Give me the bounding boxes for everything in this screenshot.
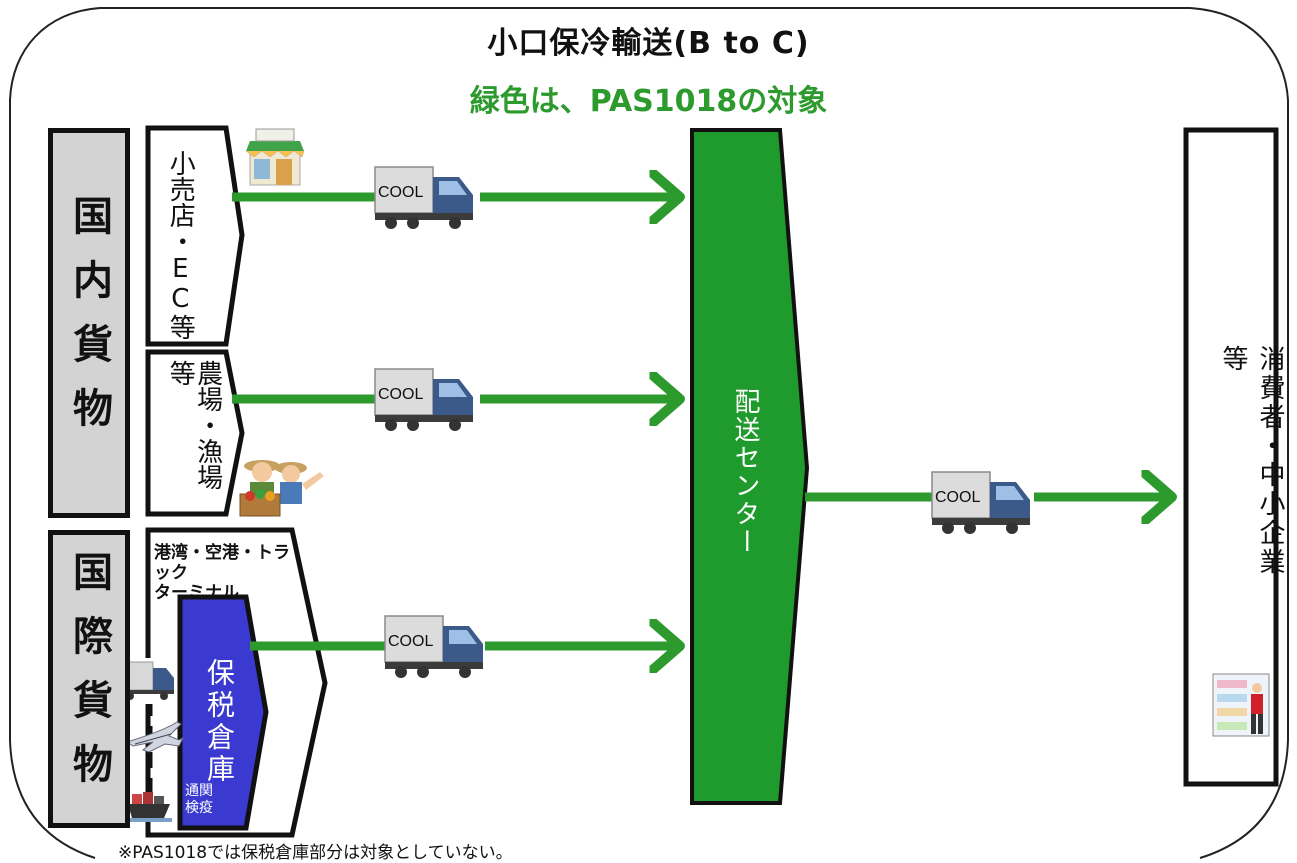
domestic-cargo-box: 国内貨物 [48, 128, 130, 518]
footnote: ※PAS1018では保税倉庫部分は対象としていない。 [118, 843, 513, 863]
bonded-warehouse-label: 保税倉庫 [203, 658, 236, 786]
truck-icon: COOL [374, 166, 473, 229]
diagram-title: 小口保冷輸送(B to C) [487, 26, 810, 61]
distribution-center-label: 配送センター [730, 388, 760, 556]
svg-text:COOL: COOL [378, 386, 423, 403]
airplane-icon [125, 721, 185, 753]
retail-source-box [145, 125, 245, 347]
quarantine-label: 検疫 [185, 800, 213, 816]
farm-source-label: 農場・漁場等 [165, 360, 223, 490]
outer-frame [9, 7, 1289, 859]
store-shelf-icon [1212, 673, 1270, 737]
consumer-label: 消費者・中小企業等 [1218, 345, 1285, 577]
ship-icon [128, 792, 172, 822]
international-cargo-label: 国際貨物 [66, 551, 112, 807]
truck-icon: COOL [931, 471, 1030, 534]
svg-text:COOL: COOL [935, 489, 980, 506]
port-label-line-2: ターミナル [154, 583, 239, 603]
diagram-subtitle: 緑色は、PAS1018の対象 [469, 84, 828, 119]
port-label-line-1: 港湾・空港・トラック [154, 543, 290, 583]
bonded-warehouse-sublabel: 通関 検疫 [185, 783, 213, 817]
domestic-cargo-label: 国内貨物 [66, 195, 112, 451]
svg-text:COOL: COOL [378, 184, 423, 201]
farmers-icon [239, 460, 324, 517]
shop-icon [245, 128, 305, 186]
customs-label: 通関 [185, 783, 213, 799]
distribution-center-box [690, 128, 810, 805]
farm-source-box [145, 349, 245, 517]
retail-source-label: 小売店・EC等 [165, 150, 196, 340]
truck-icon: COOL [374, 368, 473, 431]
port-source-label: 港湾・空港・トラック ターミナル [154, 543, 304, 603]
truck-icon: COOL [384, 615, 483, 678]
international-cargo-box: 国際貨物 [48, 530, 130, 828]
bonded-warehouse-box [177, 594, 269, 831]
svg-text:COOL: COOL [388, 633, 433, 650]
